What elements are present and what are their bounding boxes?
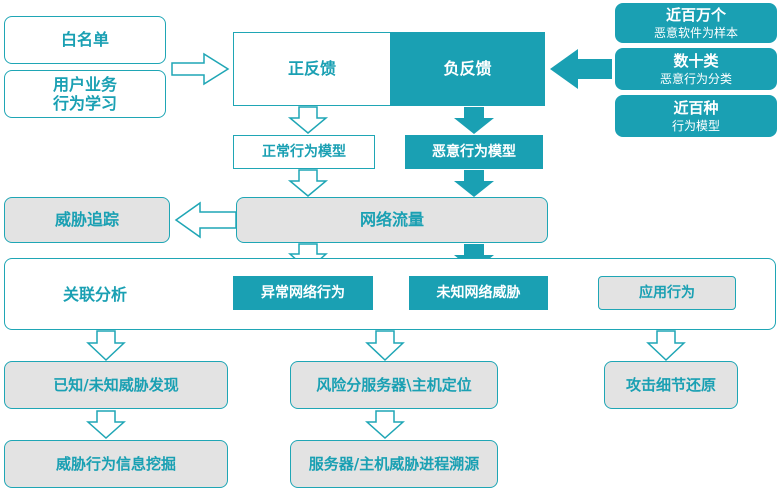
negative-feedback-label: 负反馈 [443, 59, 492, 79]
arrow-malicious-to-traffic [454, 170, 494, 197]
attack-restore-box: 攻击细节还原 [604, 361, 738, 409]
malicious-model-label: 恶意行为模型 [432, 143, 516, 160]
correlation-title-label: 关联分析 [62, 285, 127, 305]
arrow-risk-to-trace [365, 410, 405, 440]
network-traffic-box: 网络流量 [236, 197, 548, 243]
malicious-model-box: 恶意行为模型 [405, 135, 543, 169]
unknown-threat-label: 未知网络威胁 [436, 284, 521, 301]
stat-models-title: 近百种 [673, 98, 719, 117]
stat-samples-box: 近百万个 恶意软件为样本 [615, 3, 777, 43]
stat-models-box: 近百种 行为模型 [615, 95, 777, 137]
stat-models-sub: 行为模型 [671, 118, 720, 133]
unknown-threat-box: 未知网络威胁 [409, 276, 548, 310]
arrow-negative-to-malicious [454, 107, 494, 134]
normal-model-label: 正常行为模型 [262, 143, 346, 160]
arrow-inputs-to-positive [171, 52, 230, 86]
info-mining-label: 威胁行为信息挖掘 [55, 455, 176, 473]
network-traffic-label: 网络流量 [359, 210, 424, 230]
arrow-corr-to-attack [646, 330, 686, 362]
application-behavior-label: 应用行为 [639, 284, 695, 301]
arrow-known-to-mining [86, 410, 126, 440]
whitelist-box: 白名单 [4, 16, 166, 64]
user-behavior-box: 用户业务 行为学习 [4, 70, 166, 118]
trace-source-box: 服务器/主机威胁进程溯源 [290, 440, 498, 488]
arrow-corr-to-risk [365, 330, 405, 362]
correlation-title: 关联分析 [40, 280, 150, 310]
known-unknown-discovery-label: 已知/未知威胁发现 [53, 376, 179, 394]
stat-samples-sub: 恶意软件为样本 [653, 25, 738, 40]
whitelist-label: 白名单 [60, 30, 109, 50]
risk-locate-box: 风险分服务器\主机定位 [290, 361, 498, 409]
user-behavior-label: 用户业务 行为学习 [52, 74, 117, 113]
arrow-traffic-to-unknown [454, 244, 494, 271]
normal-model-box: 正常行为模型 [233, 135, 375, 169]
positive-feedback-label: 正反馈 [287, 59, 336, 79]
positive-feedback-box: 正反馈 [233, 32, 391, 106]
arrow-normal-to-traffic [287, 169, 329, 197]
stat-categories-sub: 恶意行为分类 [659, 71, 732, 86]
threat-tracking-label: 威胁追踪 [54, 210, 119, 230]
risk-locate-label: 风险分服务器\主机定位 [316, 376, 472, 394]
abnormal-behavior-box: 异常网络行为 [233, 276, 373, 310]
arrow-stats-to-negative [550, 49, 612, 89]
known-unknown-discovery-box: 已知/未知威胁发现 [4, 361, 228, 409]
arrow-positive-to-normal [287, 106, 329, 134]
negative-feedback-box: 负反馈 [390, 32, 545, 106]
info-mining-box: 威胁行为信息挖掘 [4, 440, 228, 488]
stat-categories-title: 数十类 [673, 51, 719, 70]
abnormal-behavior-label: 异常网络行为 [261, 284, 345, 301]
arrow-traffic-to-tracking [174, 201, 237, 239]
stat-samples-title: 近百万个 [665, 5, 726, 24]
arrow-corr-to-known [86, 330, 126, 362]
attack-restore-label: 攻击细节还原 [625, 376, 716, 394]
application-behavior-box: 应用行为 [598, 276, 736, 310]
threat-tracking-box: 威胁追踪 [4, 197, 170, 243]
trace-source-label: 服务器/主机威胁进程溯源 [308, 455, 480, 473]
stat-categories-box: 数十类 恶意行为分类 [615, 48, 777, 90]
